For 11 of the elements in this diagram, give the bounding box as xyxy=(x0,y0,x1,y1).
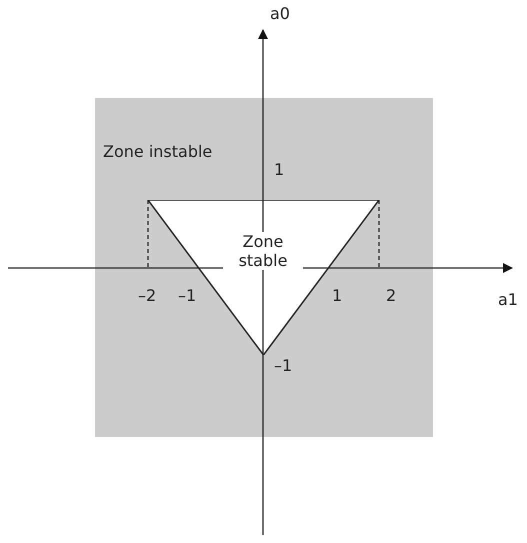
zone-label: Zone instable xyxy=(103,142,214,161)
tick-label: –1 xyxy=(274,356,292,375)
tick-label: 1 xyxy=(274,160,284,179)
zone-label: Zone stable xyxy=(223,232,303,270)
tick-label: –1 xyxy=(178,286,196,305)
axis-label: a0 xyxy=(270,4,290,23)
axis-label: a1 xyxy=(498,290,518,309)
tick-label: –2 xyxy=(138,286,156,305)
tick-label: 2 xyxy=(386,286,396,305)
unstable-region xyxy=(95,98,433,437)
tick-label: 1 xyxy=(332,286,342,305)
